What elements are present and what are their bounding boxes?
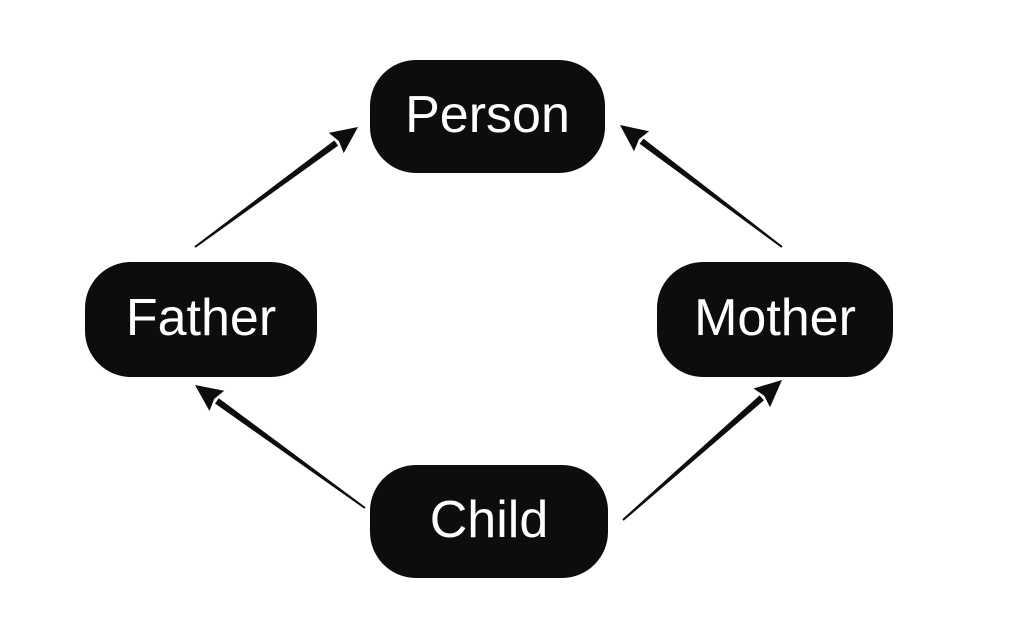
arrow-shaft: [639, 138, 783, 248]
node-person: Person: [370, 60, 605, 173]
arrow-father-to-person: [194, 127, 358, 248]
node-child-label: Child: [429, 490, 549, 549]
arrowhead-icon: [328, 127, 358, 154]
arrowhead-icon: [195, 385, 225, 411]
node-father-label: Father: [125, 288, 277, 347]
arrow-shaft: [622, 395, 764, 521]
arrow-mother-to-person: [620, 125, 783, 248]
arrowhead-icon: [620, 125, 650, 152]
arrowhead-icon: [753, 380, 782, 408]
node-person-label: Person: [405, 85, 570, 144]
node-child: Child: [370, 465, 608, 578]
node-mother: Mother: [657, 262, 893, 377]
arrow-shaft: [194, 140, 339, 248]
arrow-child-to-mother: [622, 380, 782, 521]
arrow-shaft: [215, 398, 366, 509]
node-mother-label: Mother: [694, 288, 856, 347]
node-father: Father: [85, 262, 317, 377]
arrow-child-to-father: [195, 385, 366, 509]
